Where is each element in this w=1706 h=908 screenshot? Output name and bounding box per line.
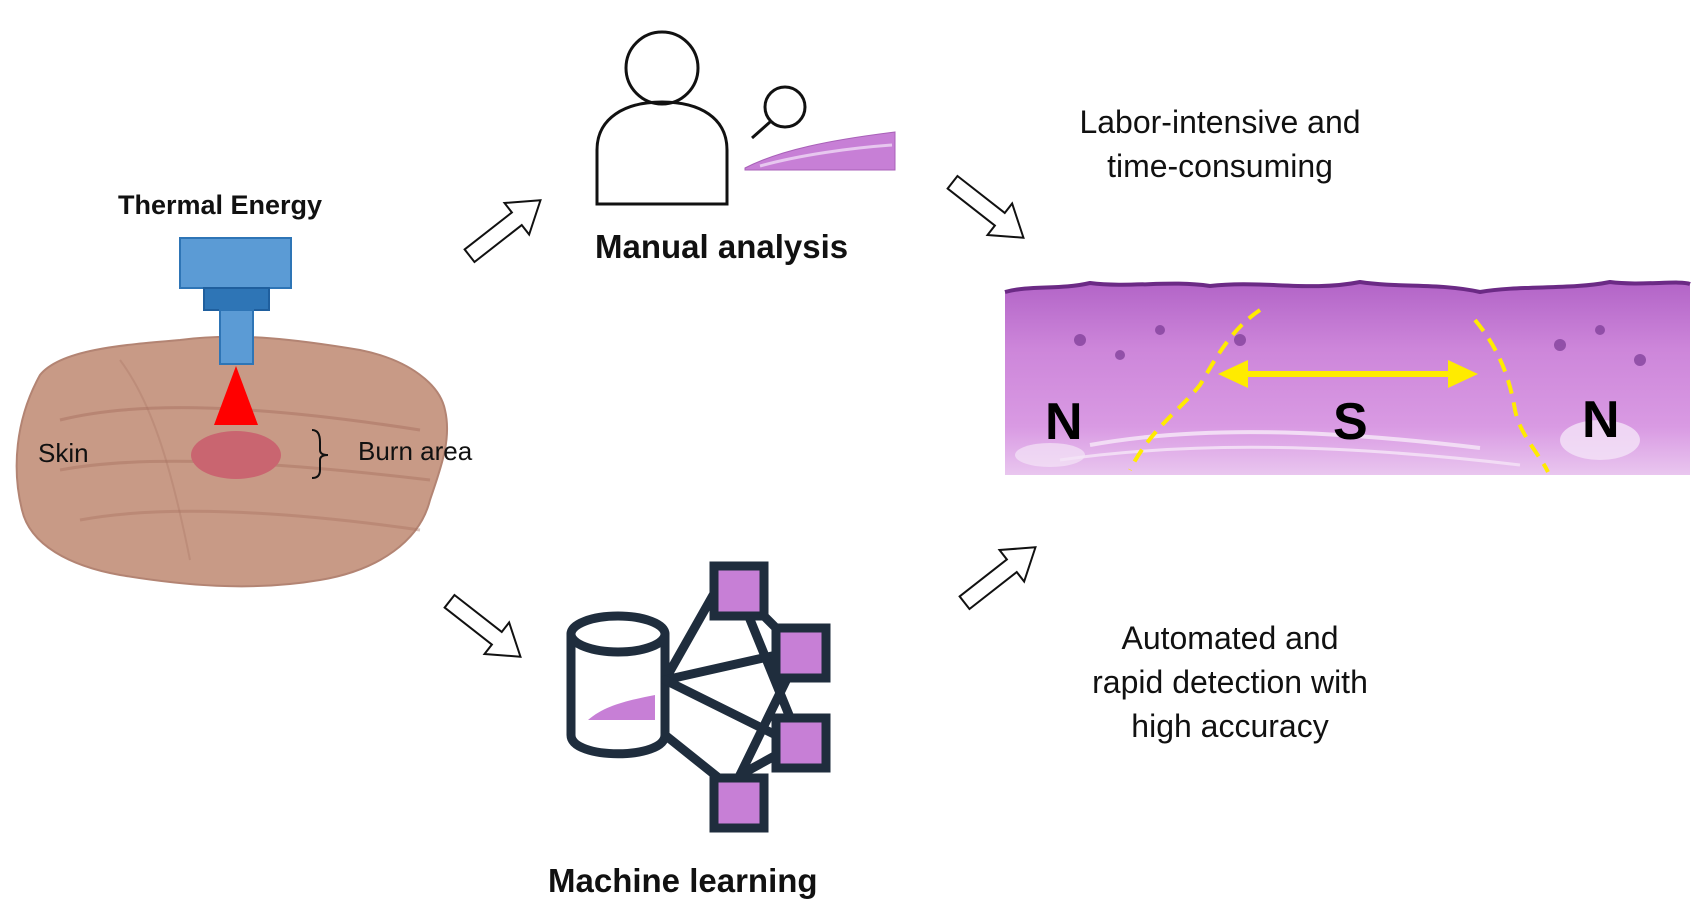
thermal-energy-label: Thermal Energy (118, 190, 323, 220)
ml-note-line3: high accuracy (1131, 708, 1329, 744)
burn-area-bracket (311, 429, 329, 479)
ml-note-line2: rapid detection with (1092, 664, 1368, 700)
network-node (709, 561, 769, 621)
machine-learning-title: Machine learning (548, 862, 818, 899)
arrow-manual-to-result (946, 174, 1025, 239)
ml-note-line1: Automated and (1121, 620, 1339, 656)
magnifier-icon (751, 85, 807, 140)
network-node (709, 773, 769, 833)
arrow-to-manual (463, 199, 542, 264)
histology-label-normal-left: N (1045, 393, 1083, 451)
manual-note: Labor-intensive and time-consuming (1040, 100, 1400, 188)
burn-spot (191, 431, 281, 479)
network-node (771, 623, 831, 683)
histology-label-normal-right: N (1582, 391, 1620, 449)
arrow-to-ml (443, 593, 522, 658)
histology-label-scar: S (1333, 393, 1368, 451)
manual-note-line2: time-consuming (1107, 148, 1333, 184)
skin-label: Skin (38, 438, 89, 468)
arrow-ml-to-result (958, 546, 1037, 611)
manual-note-line1: Labor-intensive and (1079, 104, 1361, 140)
manual-analysis-title: Manual analysis (595, 228, 849, 265)
heat-beam (214, 366, 258, 425)
scar-boundary-right (1473, 318, 1550, 473)
ml-note: Automated and rapid detection with high … (1050, 616, 1410, 748)
device-nozzle (219, 309, 254, 365)
database-icon (566, 611, 670, 657)
device-head (179, 237, 292, 289)
burn-area-label: Burn area (358, 436, 473, 466)
scar-boundary-left (1128, 308, 1262, 471)
network-node (771, 713, 831, 773)
scar-extent-arrow (1218, 360, 1478, 388)
person-icon (624, 30, 700, 106)
network-nodes (709, 561, 831, 833)
